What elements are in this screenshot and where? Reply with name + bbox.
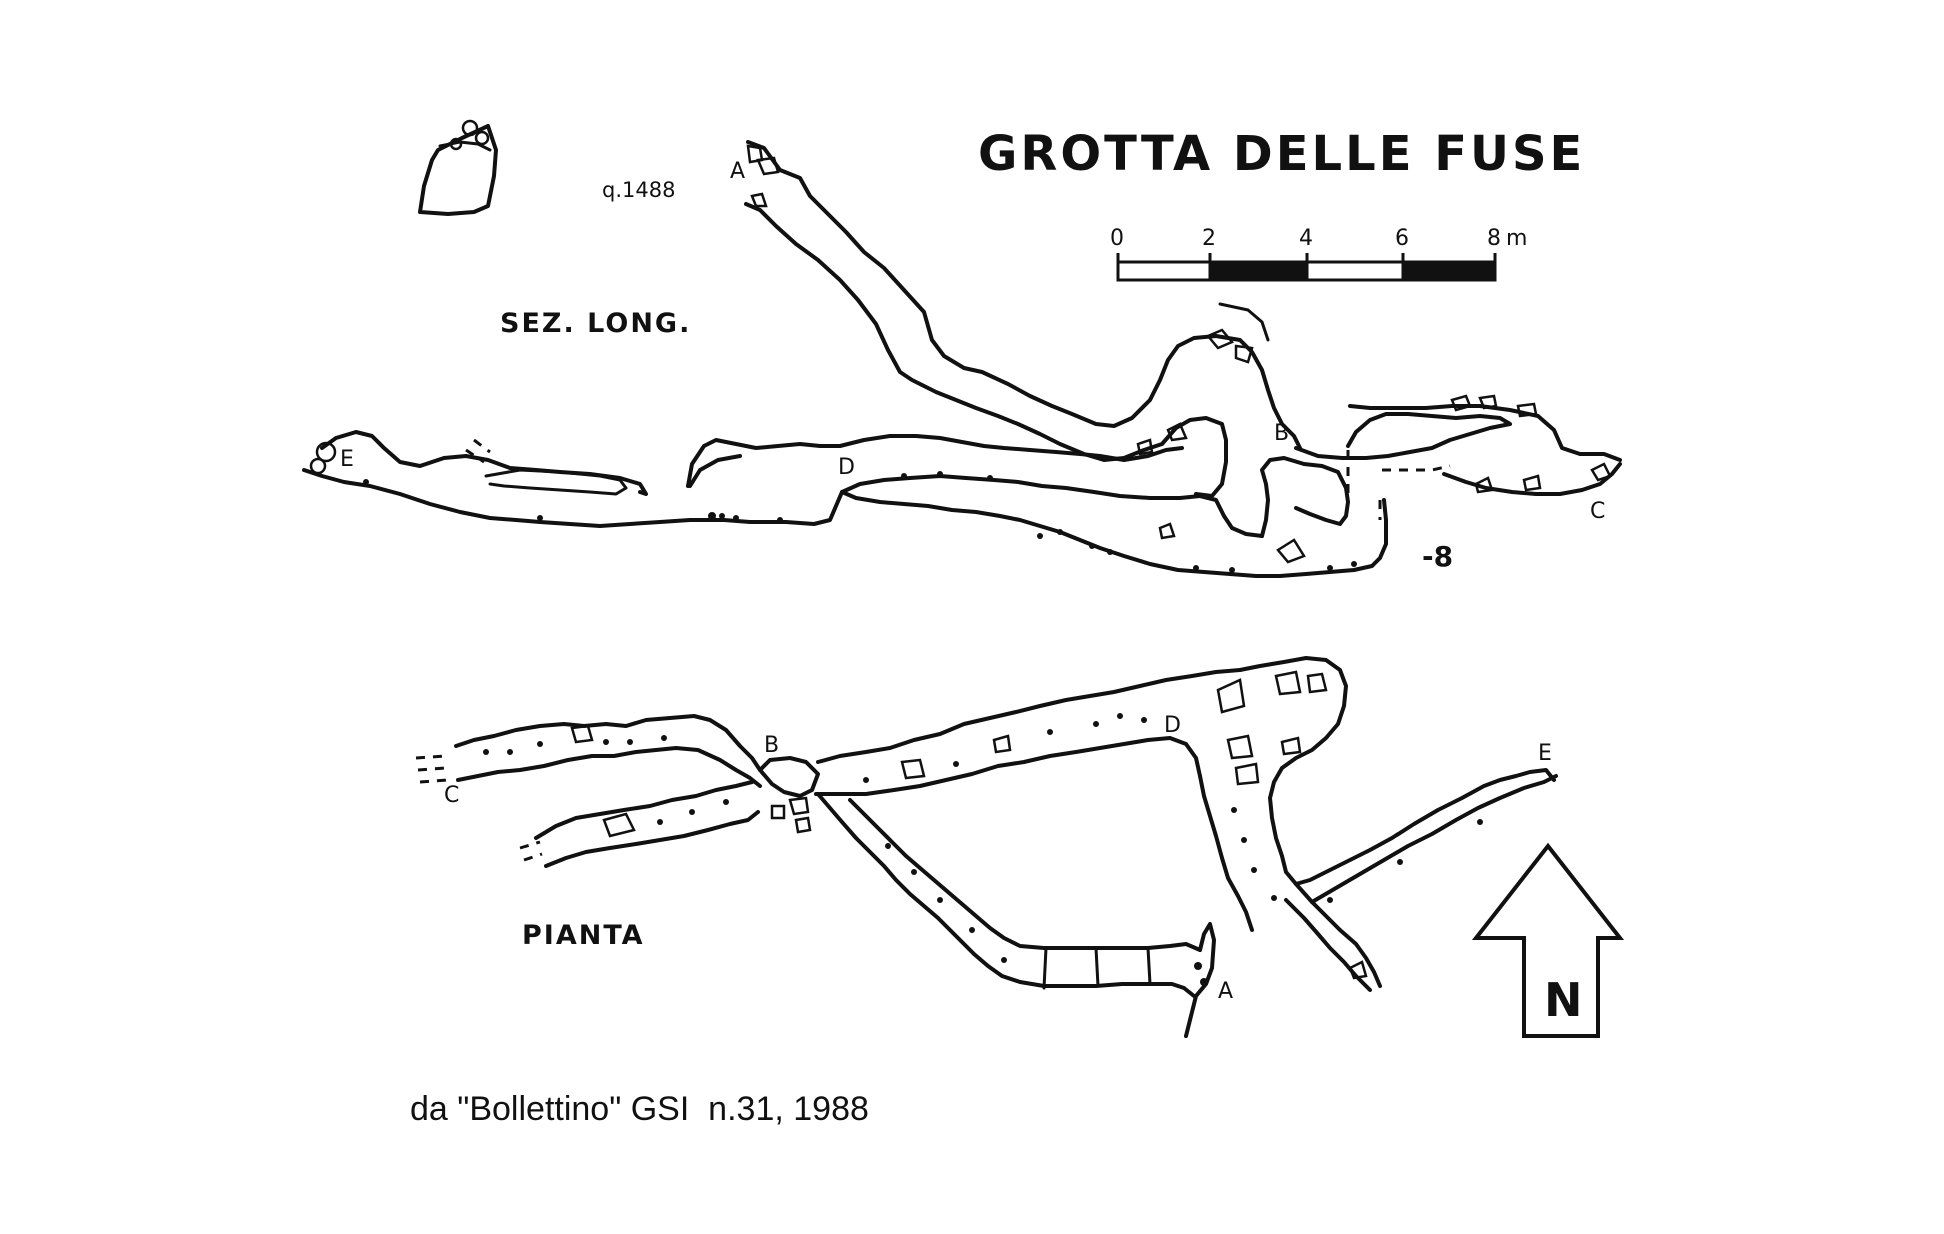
scale-segment-white xyxy=(1116,260,1212,282)
section-point-e: E xyxy=(340,447,354,472)
elevation-label: q.1488 xyxy=(602,178,675,202)
section-point-a: A xyxy=(730,159,745,184)
longitudinal-section: SEZ. LONG. q.1488 xyxy=(302,119,1622,578)
scale-tick-label: 2 xyxy=(1202,226,1216,251)
plan-point-c: C xyxy=(444,783,459,808)
scale-tick-label: 6 xyxy=(1395,226,1409,251)
scale-tick-label: 4 xyxy=(1299,226,1313,251)
scale-tick-label: 8 xyxy=(1487,226,1501,251)
scale-segment-white xyxy=(1305,260,1405,282)
north-arrow: N xyxy=(1471,842,1625,1038)
scale-segment-black xyxy=(1401,260,1497,282)
plan-point-b: B xyxy=(764,733,779,758)
north-arrow-icon xyxy=(1471,842,1625,1038)
section-point-c: C xyxy=(1590,499,1605,524)
section-label: SEZ. LONG. xyxy=(500,308,691,339)
plan-point-a: A xyxy=(1218,979,1233,1004)
section-point-d: D xyxy=(838,455,855,480)
north-label: N xyxy=(1544,973,1583,1027)
scale-segment-black xyxy=(1208,260,1309,282)
map-title: GROTTA DELLE FUSE xyxy=(978,126,1585,182)
plan-point-d: D xyxy=(1164,713,1181,738)
scale-bar: 0 2 4 6 8 m xyxy=(1110,226,1527,282)
plan-point-e: E xyxy=(1538,741,1552,766)
plan-label: PIANTA xyxy=(522,920,645,951)
section-point-b: B xyxy=(1274,421,1289,446)
scale-tick-label: 0 xyxy=(1110,226,1124,251)
depth-label: -8 xyxy=(1422,540,1453,573)
plan-view: PIANTA xyxy=(415,656,1558,1038)
source-credit: da "Bollettino" GSI n.31, 1988 xyxy=(410,1090,869,1128)
scale-unit: m xyxy=(1506,226,1527,251)
